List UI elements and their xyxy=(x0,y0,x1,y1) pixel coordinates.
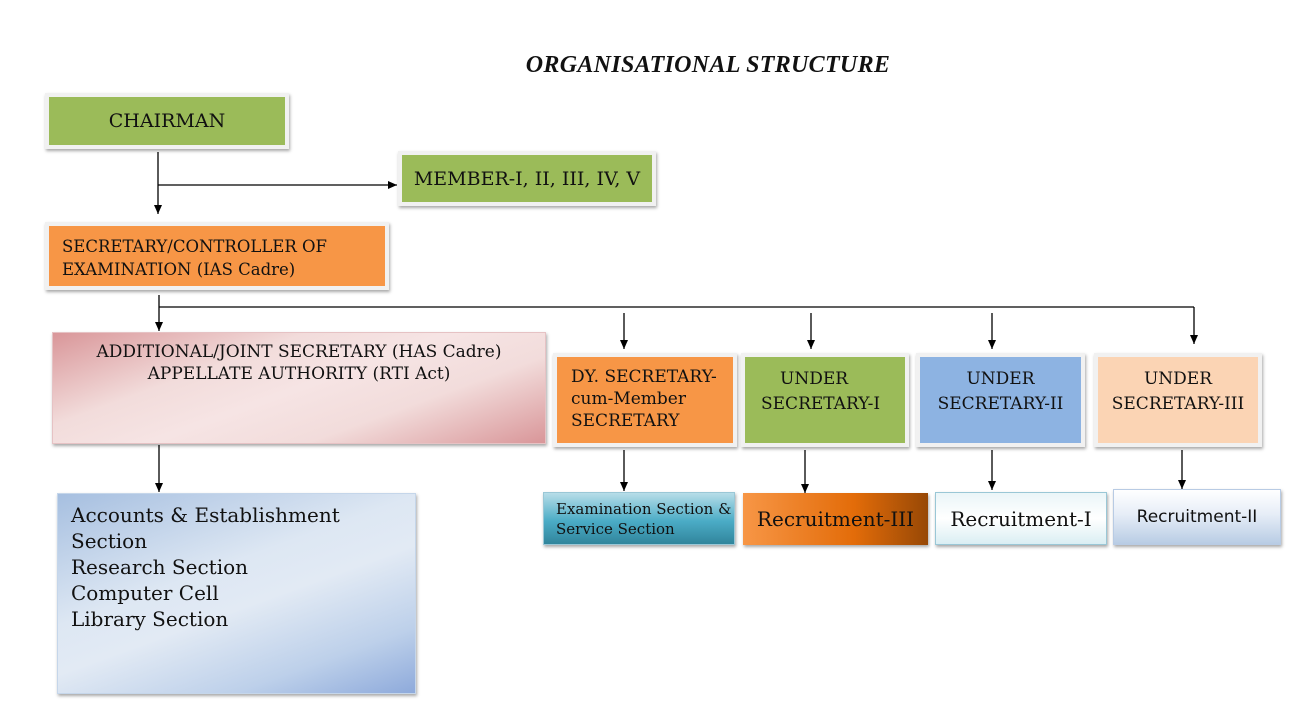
node-dy-secretary-line-3: SECRETARY xyxy=(571,411,680,431)
node-under-secretary-2: UNDER SECRETARY-II xyxy=(916,353,1085,447)
node-chairman-label: CHAIRMAN xyxy=(108,110,226,132)
node-exam-section-line-2: Service Section xyxy=(556,520,675,538)
section-item: Research Section xyxy=(71,555,249,579)
node-dy-secretary-line-1: DY. SECRETARY- xyxy=(571,367,717,387)
node-members-label: MEMBER-I, II, III, IV, V xyxy=(413,167,641,190)
node-chairman: CHAIRMAN xyxy=(45,93,289,149)
node-exam-section: Examination Section & Service Section xyxy=(543,492,735,545)
node-dy-secretary: DY. SECRETARY- cum-Member SECRETARY xyxy=(553,353,737,447)
node-sections: Accounts & Establishment Section Researc… xyxy=(57,493,416,694)
node-additional-secretary: ADDITIONAL/JOINT SECRETARY (HAS Cadre) A… xyxy=(52,332,546,444)
node-additional-secretary-line-1: ADDITIONAL/JOINT SECRETARY (HAS Cadre) xyxy=(96,342,502,362)
node-secretary: SECRETARY/CONTROLLER OF EXAMINATION (IAS… xyxy=(45,222,389,290)
node-secretary-line-2: EXAMINATION (IAS Cadre) xyxy=(62,260,296,279)
node-under-secretary-1-line-2: SECRETARY-I xyxy=(761,394,881,414)
node-recruitment-2: Recruitment-II xyxy=(1113,489,1281,545)
node-under-secretary-2-line-1: UNDER xyxy=(966,369,1035,389)
node-under-secretary-3-line-2: SECRETARY-III xyxy=(1111,394,1245,414)
node-recruitment-3-label: Recruitment-III xyxy=(756,507,915,531)
node-members: MEMBER-I, II, III, IV, V xyxy=(398,151,656,206)
node-under-secretary-3: UNDER SECRETARY-III xyxy=(1094,353,1262,447)
section-item: Computer Cell xyxy=(71,581,219,605)
node-secretary-line-1: SECRETARY/CONTROLLER OF xyxy=(62,237,327,256)
node-dy-secretary-line-2: cum-Member xyxy=(571,389,686,409)
node-additional-secretary-line-2: APPELLATE AUTHORITY (RTI Act) xyxy=(147,364,451,384)
node-under-secretary-2-line-2: SECRETARY-II xyxy=(937,394,1064,414)
node-recruitment-1: Recruitment-I xyxy=(935,492,1107,545)
chart-title: ORGANISATIONAL STRUCTURE xyxy=(525,52,891,78)
node-recruitment-1-label: Recruitment-I xyxy=(950,506,1092,531)
node-recruitment-2-label: Recruitment-II xyxy=(1136,507,1258,527)
node-recruitment-3: Recruitment-III xyxy=(743,493,928,545)
node-under-secretary-3-line-1: UNDER xyxy=(1143,369,1213,389)
node-exam-section-line-1: Examination Section & xyxy=(556,500,732,518)
section-item: Library Section xyxy=(71,607,229,631)
node-under-secretary-1: UNDER SECRETARY-I xyxy=(741,353,909,447)
section-item: Accounts & Establishment Section xyxy=(71,503,340,553)
node-under-secretary-1-line-1: UNDER xyxy=(780,369,849,389)
